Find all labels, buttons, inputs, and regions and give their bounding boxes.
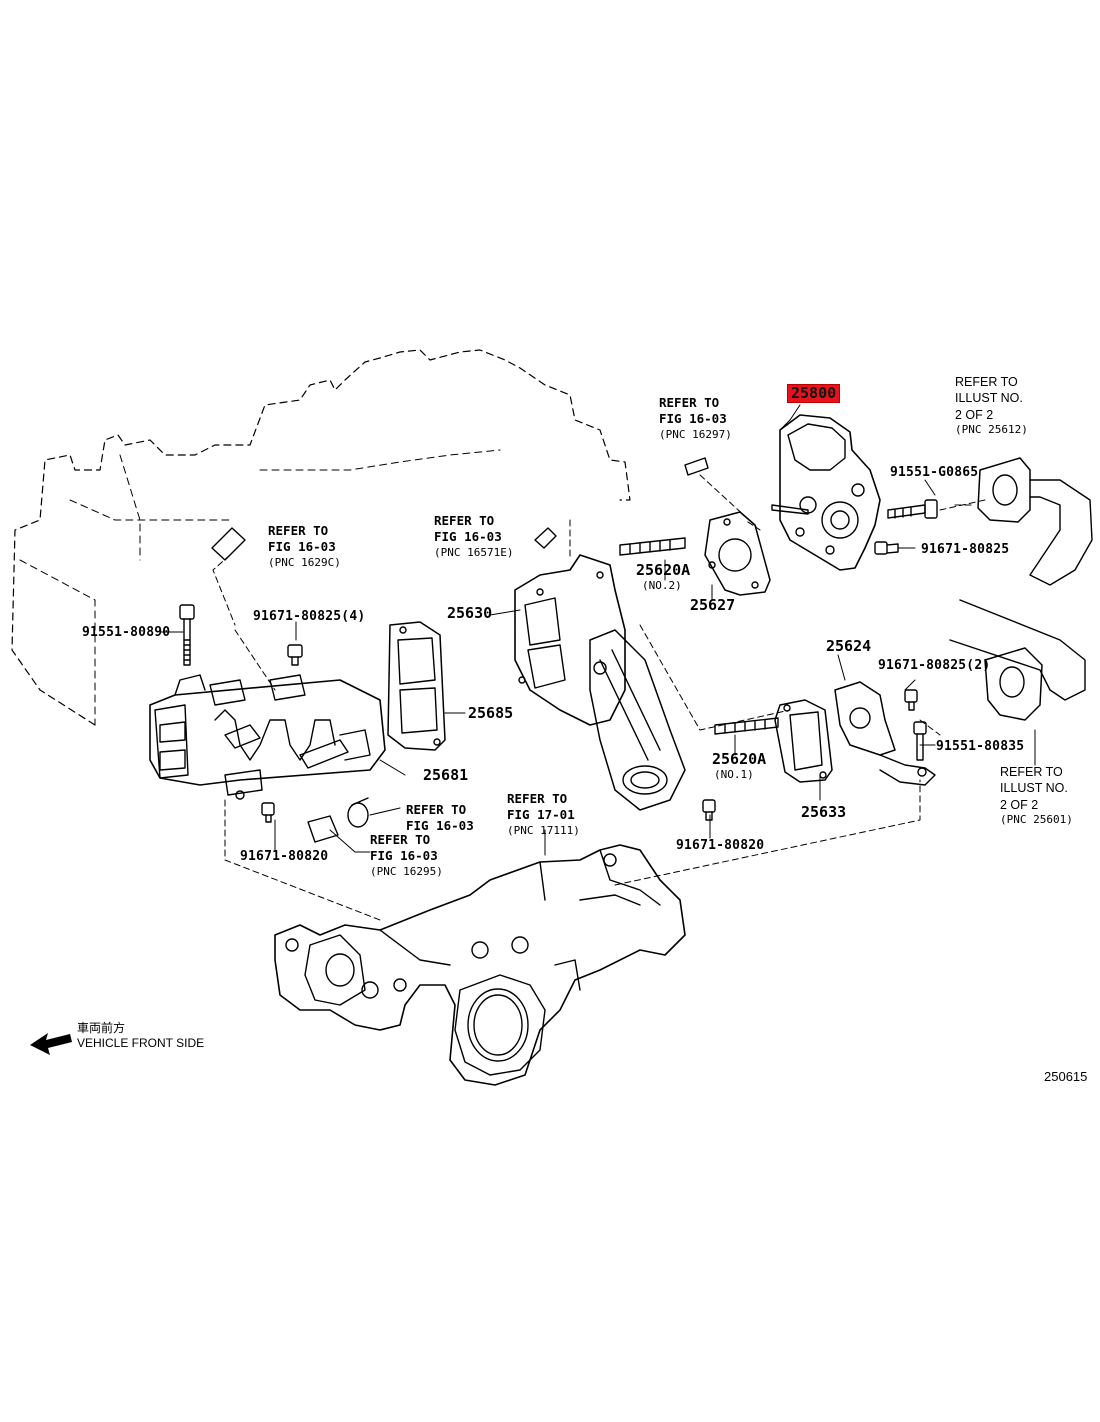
- stud-25620a-no1: [714, 717, 779, 735]
- ref-line: REFER TO: [268, 523, 329, 538]
- egr-cooler-left: [149, 674, 386, 800]
- part-25633-label[interactable]: 25633: [801, 803, 847, 821]
- bolt-91671-80820-center: [702, 799, 716, 821]
- vehicle-front-jp: 車両前方: [77, 1021, 126, 1035]
- ref-line: FIG 16-03: [434, 529, 502, 545]
- bolt-91671-80825-right: [874, 541, 899, 555]
- ref-line: FIG 16-03: [370, 848, 438, 864]
- ref-pnc-16295[interactable]: REFER TO FIG 16-03 (PNC 16295): [370, 832, 443, 879]
- ref-line: (PNC 16297): [659, 427, 732, 441]
- ref-line: (PNC 25601): [1000, 812, 1073, 826]
- ref-line: REFER TO: [955, 375, 1018, 389]
- bolt-91671-80825-4: [287, 644, 303, 666]
- diagram-id: 250615: [1044, 1069, 1088, 1084]
- ref-line: (PNC 16295): [370, 864, 443, 878]
- ref-line: REFER TO: [406, 802, 467, 817]
- engine-outline: [11, 349, 631, 726]
- engine-detail-2: [259, 449, 501, 471]
- ref-pnc-25601[interactable]: REFER TO ILLUST NO. 2 OF 2 (PNC 25601): [1000, 764, 1073, 827]
- vehicle-front-label: 車両前方 VEHICLE FRONT SIDE: [77, 1021, 204, 1051]
- egr-valve-25800: [771, 414, 881, 571]
- part-25685-label[interactable]: 25685: [468, 704, 514, 722]
- ref-line: REFER TO: [1000, 765, 1063, 779]
- ref-line: FIG 16-03: [659, 411, 727, 427]
- gasket-25627: [704, 511, 771, 596]
- gasket-25685: [387, 621, 446, 751]
- gasket-25633: [774, 699, 833, 783]
- ref-line: REFER TO: [659, 395, 720, 410]
- pipe-upper-right: [977, 457, 1093, 586]
- bolt-91671-80820-left: [261, 802, 275, 823]
- bolt-91551-80835: [913, 721, 927, 761]
- part-25624-label[interactable]: 25624: [826, 637, 872, 655]
- part-25620a-no2-label[interactable]: 25620A: [636, 561, 691, 579]
- bolt-91551-80890: [179, 604, 195, 666]
- ref-line: (PNC 17111): [507, 823, 580, 837]
- leader-lines: [212, 474, 986, 921]
- part-91551-80890-label[interactable]: 91551-80890: [82, 625, 171, 640]
- ref-line: REFER TO: [507, 791, 568, 806]
- engine-detail-4: [19, 559, 96, 726]
- plate-25624: [834, 681, 936, 786]
- part-91671-80825-right-label[interactable]: 91671-80825: [921, 542, 1010, 557]
- part-25620a-no2-sublabel: (NO.2): [642, 579, 682, 592]
- ref-line: ILLUST NO.: [955, 391, 1023, 406]
- ref-line: (PNC 1629C): [268, 555, 341, 569]
- solid-leaders: [159, 404, 1036, 856]
- part-25620a-no1-sublabel: (NO.1): [714, 768, 754, 781]
- part-91671-80820-center-label[interactable]: 91671-80820: [676, 838, 765, 853]
- ref-pnc-16571e[interactable]: REFER TO FIG 16-03 (PNC 16571E): [434, 513, 513, 560]
- part-25627-label[interactable]: 25627: [690, 596, 736, 614]
- part-91671-80820-left-label[interactable]: 91671-80820: [240, 849, 329, 864]
- stud-25620a-no2: [619, 537, 686, 556]
- ref-line: FIG 16-03: [406, 818, 474, 834]
- arrow-left-icon: [30, 1033, 72, 1055]
- ref-pnc-1629c[interactable]: REFER TO FIG 16-03 (PNC 1629C): [268, 523, 341, 570]
- ref-pnc-16297[interactable]: REFER TO FIG 16-03 (PNC 16297): [659, 395, 732, 442]
- pipe-lower-right: [949, 599, 1086, 721]
- part-91671-80825-4-label[interactable]: 91671-80825(4): [253, 609, 366, 624]
- part-25800-label[interactable]: 25800: [787, 384, 841, 403]
- ref-fig-16-03[interactable]: REFER TO FIG 16-03: [406, 802, 474, 835]
- hose-1629c: [211, 527, 246, 561]
- ref-line: REFER TO: [370, 832, 431, 847]
- ref-line: 2 OF 2: [1000, 797, 1039, 812]
- part-25630-label[interactable]: 25630: [447, 604, 493, 622]
- bolt-91671-80825-2: [904, 689, 918, 711]
- hose-16297: [684, 457, 709, 476]
- hose-16295: [307, 815, 339, 843]
- ref-pnc-25612[interactable]: REFER TO ILLUST NO. 2 OF 2 (PNC 25612): [955, 374, 1028, 437]
- clamp: [347, 797, 369, 828]
- egr-cooler-25630: [514, 554, 686, 811]
- ref-line: ILLUST NO.: [1000, 781, 1068, 796]
- ref-line: (PNC 16571E): [434, 545, 514, 559]
- part-91671-80825-2-label[interactable]: 91671-80825(2): [878, 658, 991, 673]
- ref-line: (PNC 25612): [955, 422, 1028, 436]
- ref-line: FIG 17-01: [507, 807, 575, 823]
- ref-line: 2 OF 2: [955, 407, 994, 422]
- hose-16571e: [534, 527, 557, 549]
- ref-line: FIG 16-03: [268, 539, 336, 555]
- part-91551-g0865-label[interactable]: 91551-G0865: [890, 465, 979, 480]
- ref-pnc-17111[interactable]: REFER TO FIG 17-01 (PNC 17111): [507, 791, 580, 838]
- part-25620a-no1-label[interactable]: 25620A: [712, 750, 767, 768]
- engine-detail-3: [69, 499, 231, 521]
- bolt-91551-g0865: [887, 499, 938, 519]
- part-91551-80835-label[interactable]: 91551-80835: [936, 739, 1025, 754]
- vehicle-front-en: VEHICLE FRONT SIDE: [77, 1036, 205, 1050]
- part-25681-label[interactable]: 25681: [423, 766, 469, 784]
- intake-manifold: [274, 844, 686, 1086]
- ref-line: REFER TO: [434, 513, 495, 528]
- engine-detail-1: [119, 454, 141, 561]
